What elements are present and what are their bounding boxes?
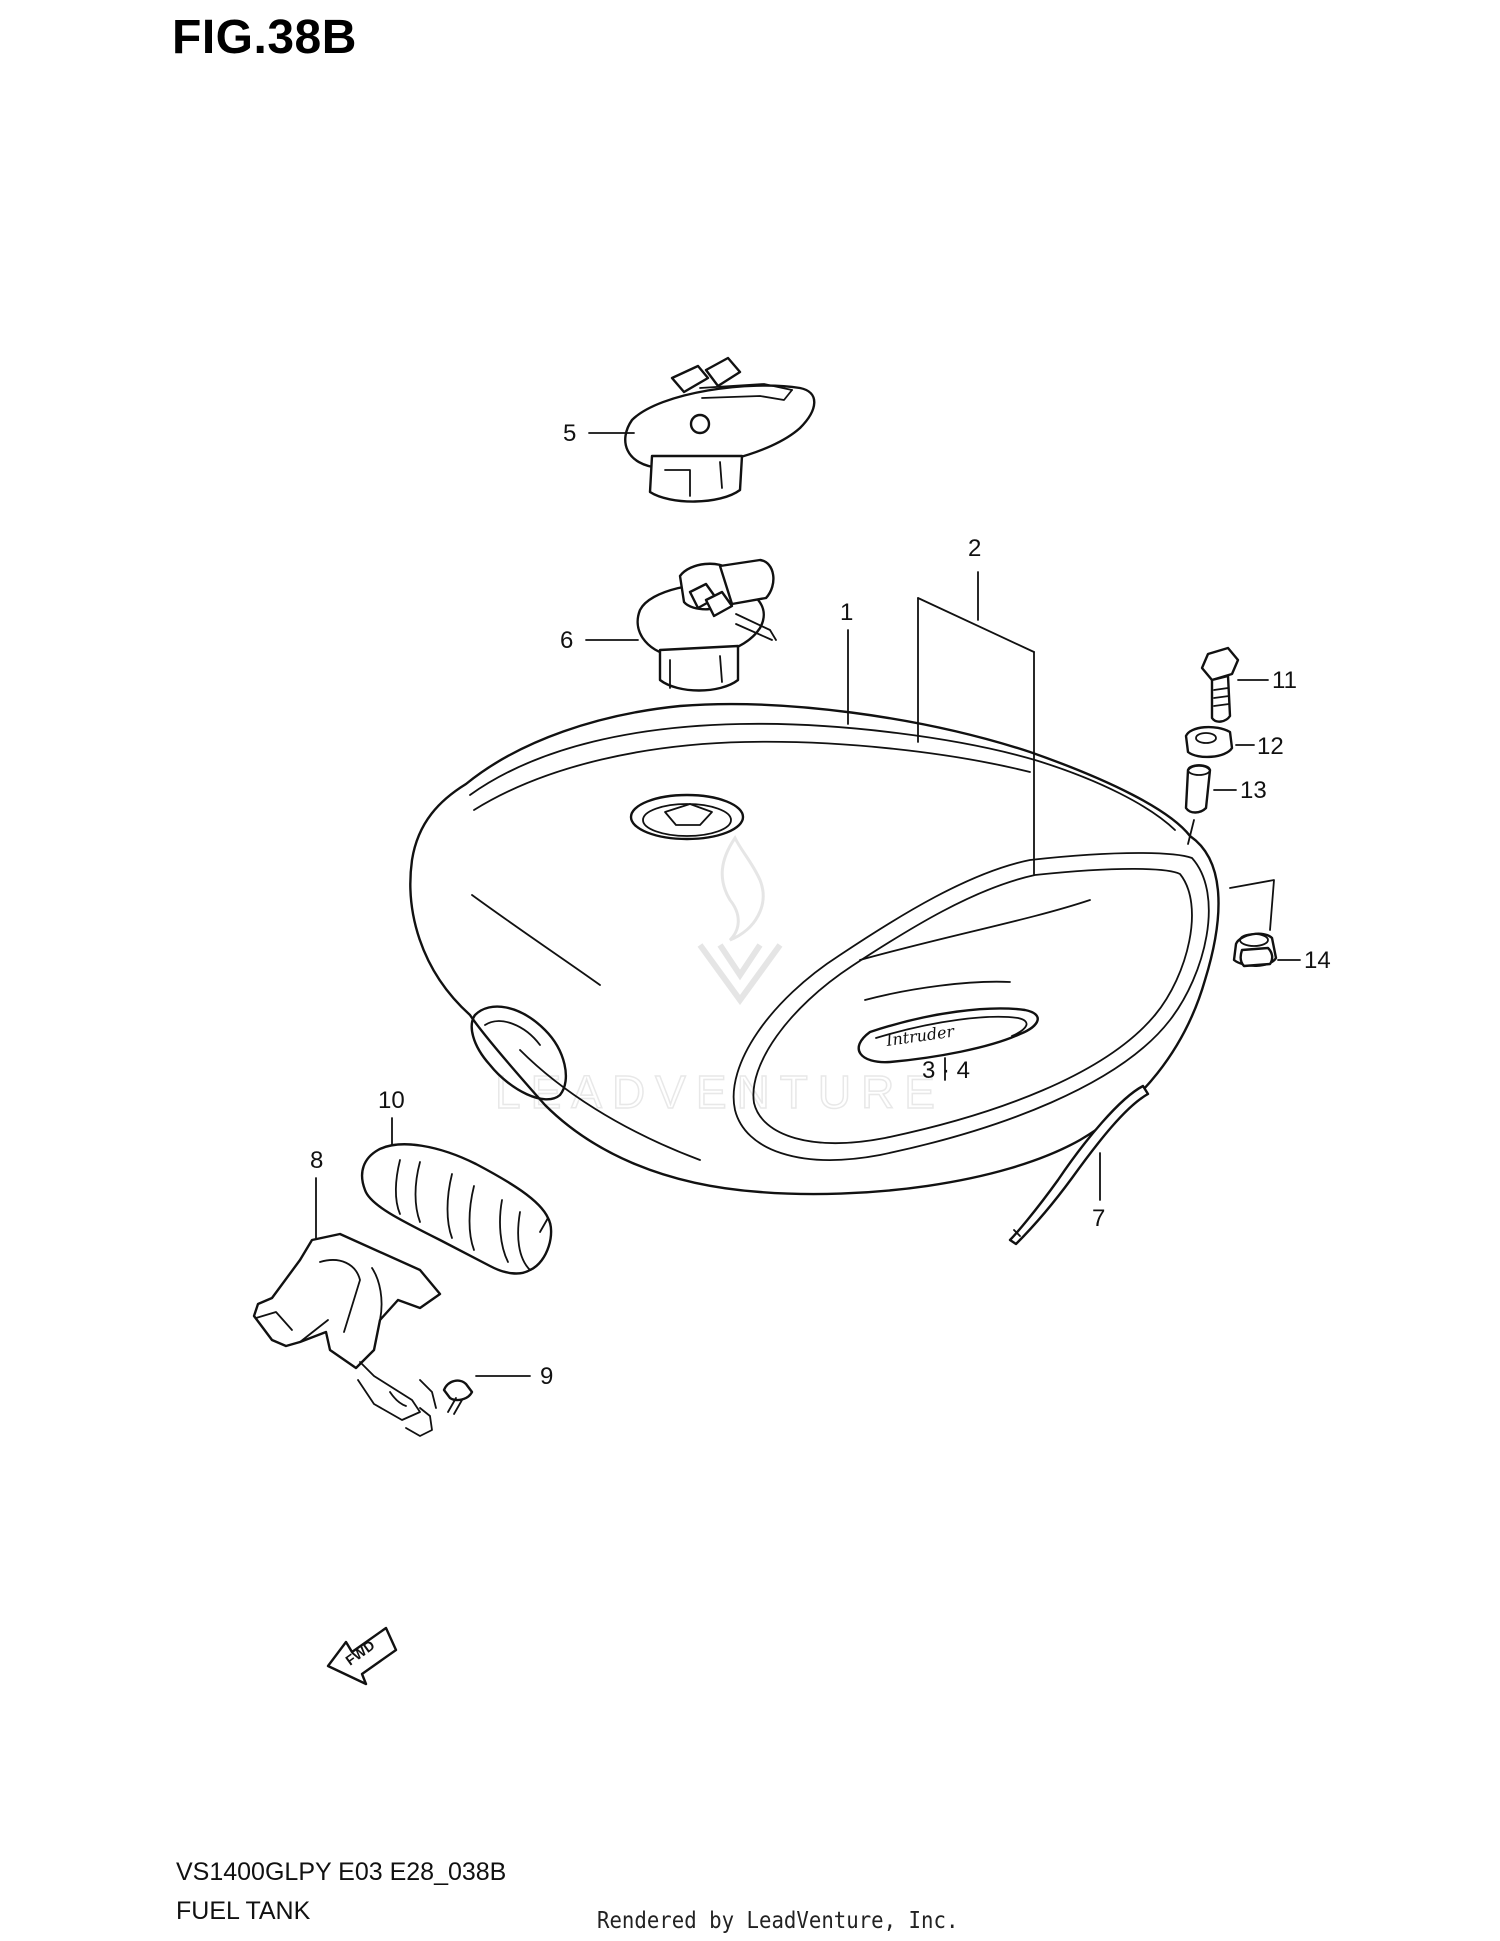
callout-labels: 1 2 3 · 4 5 6 7 8 9 10 11 12 13 14 bbox=[310, 420, 1331, 1390]
callout-12: 12 bbox=[1257, 733, 1284, 760]
callout-7: 7 bbox=[1092, 1205, 1105, 1232]
render-credit: Rendered by LeadVenture, Inc. bbox=[597, 1908, 959, 1934]
callout-6: 6 bbox=[560, 627, 573, 654]
leadventure-watermark: LEADVENTURE bbox=[494, 835, 945, 1119]
spacer bbox=[1184, 764, 1237, 845]
callout-9: 9 bbox=[540, 1363, 553, 1390]
fuel-cap-locking bbox=[588, 356, 816, 503]
stripe-decal-leader bbox=[917, 571, 1035, 875]
watermark-text: LEADVENTURE bbox=[495, 1066, 945, 1118]
callout-3-4: 3 · 4 bbox=[922, 1057, 970, 1084]
damper bbox=[1229, 879, 1301, 968]
edge-trim-strip bbox=[1008, 1084, 1150, 1246]
bolt bbox=[1200, 646, 1269, 723]
collar bbox=[1184, 725, 1255, 759]
callout-13: 13 bbox=[1240, 777, 1267, 804]
callout-11: 11 bbox=[1272, 667, 1297, 694]
callout-14: 14 bbox=[1304, 947, 1331, 974]
rubber-cushion bbox=[360, 1117, 553, 1275]
mounting-bracket bbox=[252, 1177, 442, 1437]
callout-2: 2 bbox=[968, 535, 981, 562]
callout-10: 10 bbox=[378, 1087, 405, 1114]
callout-5: 5 bbox=[563, 420, 576, 447]
fuel-cap bbox=[585, 558, 777, 692]
fwd-direction-arrow: FWD bbox=[326, 1626, 398, 1686]
section-name: FUEL TANK bbox=[176, 1897, 311, 1925]
emblem-text: Intruder bbox=[884, 1021, 957, 1050]
callout-8: 8 bbox=[310, 1147, 323, 1174]
model-code: VS1400GLPY E03 E28_038B bbox=[176, 1858, 507, 1886]
screw bbox=[442, 1375, 531, 1415]
callout-1: 1 bbox=[840, 599, 853, 626]
figure-title: FIG.38B bbox=[172, 11, 357, 64]
